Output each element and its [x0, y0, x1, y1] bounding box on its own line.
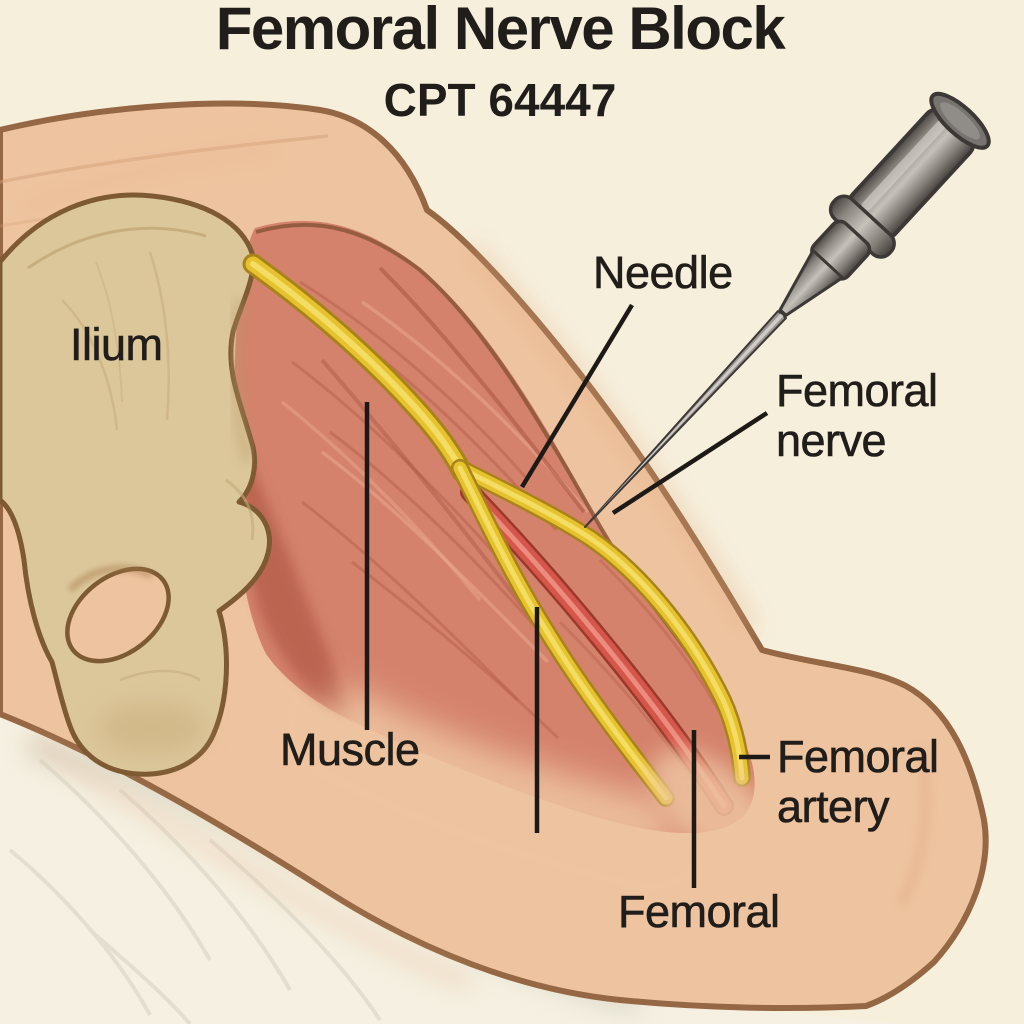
- label-ilium: Ilium: [70, 319, 164, 370]
- label-femoral-nerve: Femoral nerve: [776, 365, 939, 466]
- label-needle: Needle: [593, 247, 734, 298]
- page-title: Femoral Nerve Block: [215, 0, 786, 62]
- needle-hub: [778, 91, 991, 317]
- label-muscle: Muscle: [280, 724, 421, 775]
- femoral-nerve-upper-branch: [451, 459, 751, 787]
- muscle-deep-bundle: [238, 440, 354, 718]
- label-femoral: Femoral: [618, 886, 781, 937]
- bone-texture: [27, 226, 255, 682]
- needle-instrument: [584, 91, 991, 528]
- leader-lines: [364, 303, 770, 888]
- femoral-nerve-lower-branch: [451, 459, 675, 807]
- femoral-nerve-trunk: [242, 253, 473, 483]
- heading-block: Femoral Nerve Block CPT 64447: [0, 0, 1000, 126]
- cpt-code-subtitle: CPT 64447: [383, 74, 617, 126]
- needle-hub-cone: [778, 249, 844, 317]
- skin-crease: [0, 134, 329, 184]
- label-femoral-artery-line1: Femoral: [777, 731, 940, 782]
- buttock-crease: [897, 744, 929, 908]
- label-femoral-artery-line2: artery: [777, 781, 890, 832]
- ilium-bone: [0, 192, 272, 777]
- needle-shaft-highlight: [590, 313, 784, 521]
- label-femoral-nerve-line2: nerve: [776, 415, 887, 466]
- obturator-foramen: [65, 566, 171, 664]
- label-femoral-nerve-line1: Femoral: [776, 365, 939, 416]
- muscle-fade: [317, 684, 677, 859]
- vessel-fade: [651, 749, 785, 875]
- vessels-group: [242, 253, 785, 875]
- label-femoral-artery: Femoral artery: [777, 731, 940, 832]
- femoral-nerve-leader-line: [611, 411, 769, 515]
- needle-leader-line: [520, 303, 634, 489]
